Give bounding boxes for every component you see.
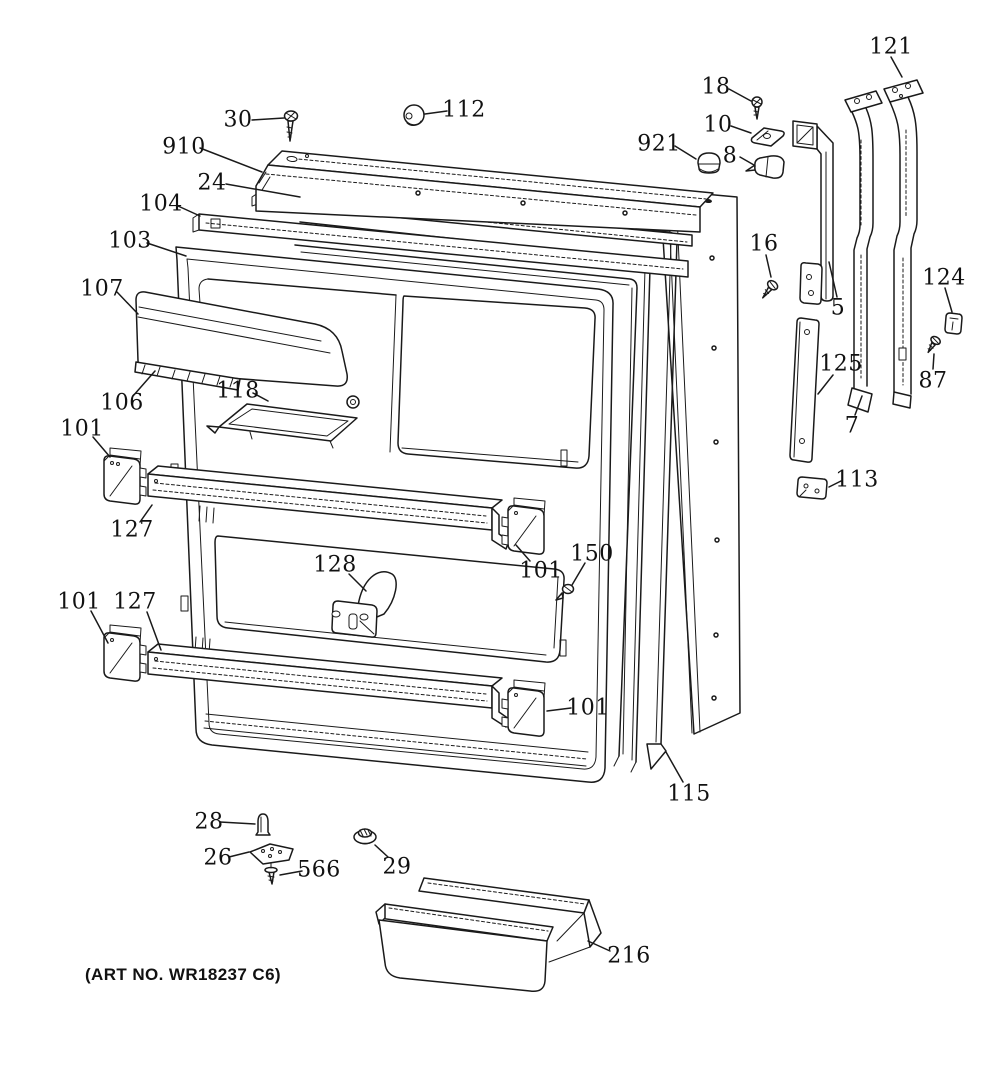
part-29-cap [353, 828, 377, 845]
part-128-bracket [331, 571, 397, 638]
callout-921: 921 [637, 131, 681, 157]
callout-8: 8 [722, 143, 738, 169]
callout-127-lower: 127 [113, 589, 157, 615]
part-113-bracket [796, 476, 828, 500]
part-566-screw [264, 862, 278, 885]
part-910-top-cap [255, 150, 714, 233]
part-8-hinge-clip [745, 155, 785, 179]
part-16-screw [762, 279, 779, 299]
part-30-screw [283, 110, 299, 142]
callout-121: 121 [869, 34, 913, 60]
callout-150: 150 [570, 541, 614, 567]
leader-lines [90, 56, 953, 952]
callout-26: 26 [203, 845, 233, 871]
callout-28: 28 [194, 809, 224, 835]
callout-104: 104 [139, 191, 183, 217]
callout-113: 113 [835, 467, 879, 493]
part-112-plug-button [403, 104, 425, 126]
part-127-shelf-bar-lower [147, 643, 510, 728]
part-106-dairy-trim [134, 361, 241, 391]
callout-5: 5 [830, 295, 846, 321]
callout-125: 125 [819, 351, 863, 377]
callout-87: 87 [918, 368, 948, 394]
callout-118: 118 [216, 378, 260, 404]
part-124-clip [944, 312, 963, 335]
part-150-screw [555, 583, 575, 601]
part-121-rail-rear [883, 79, 924, 409]
callout-101-lower-right: 101 [566, 695, 610, 721]
callout-16: 16 [749, 231, 779, 257]
part-921-plug [697, 152, 721, 174]
callout-30: 30 [223, 107, 253, 133]
part-101-end-cap-lower-left [103, 624, 147, 682]
callout-29: 29 [382, 854, 412, 880]
part-5-handle [792, 120, 834, 305]
callout-127-upper: 127 [110, 517, 154, 543]
callout-18: 18 [701, 74, 731, 100]
part-101-end-cap-lower-right [501, 679, 546, 737]
part-26-shim-plate [249, 843, 294, 865]
callout-124: 124 [922, 265, 966, 291]
part-107-dairy-cover [135, 291, 360, 409]
callout-128: 128 [313, 552, 357, 578]
part-216-bucket [375, 877, 602, 993]
callout-7: 7 [844, 413, 860, 439]
callout-24: 24 [197, 170, 227, 196]
callout-216: 216 [607, 943, 651, 969]
callout-115: 115 [667, 781, 711, 807]
part-10-bracket [750, 127, 785, 147]
art-number: (ART NO. WR18237 C6) [85, 965, 281, 984]
callout-566: 566 [297, 857, 341, 883]
callout-103: 103 [108, 228, 152, 254]
callout-101-upper-left: 101 [60, 416, 104, 442]
part-87-screw [927, 335, 941, 354]
part-127-shelf-bar-upper [147, 465, 510, 550]
part-101-end-cap-mid [501, 497, 546, 555]
part-104-trim-strip [192, 213, 689, 278]
callout-101-mid: 101 [519, 558, 563, 584]
callout-107: 107 [80, 276, 124, 302]
callout-910: 910 [162, 134, 206, 160]
callout-10: 10 [703, 112, 733, 138]
callout-106: 106 [100, 390, 144, 416]
part-118-snack-tray [206, 403, 358, 449]
callout-101-lower-left: 101 [57, 589, 101, 615]
part-18-screw [751, 96, 763, 120]
part-125-trim [789, 317, 820, 463]
part-101-end-cap-upper-left [103, 447, 147, 505]
part-28-pin [255, 813, 271, 836]
callout-112: 112 [442, 97, 486, 123]
